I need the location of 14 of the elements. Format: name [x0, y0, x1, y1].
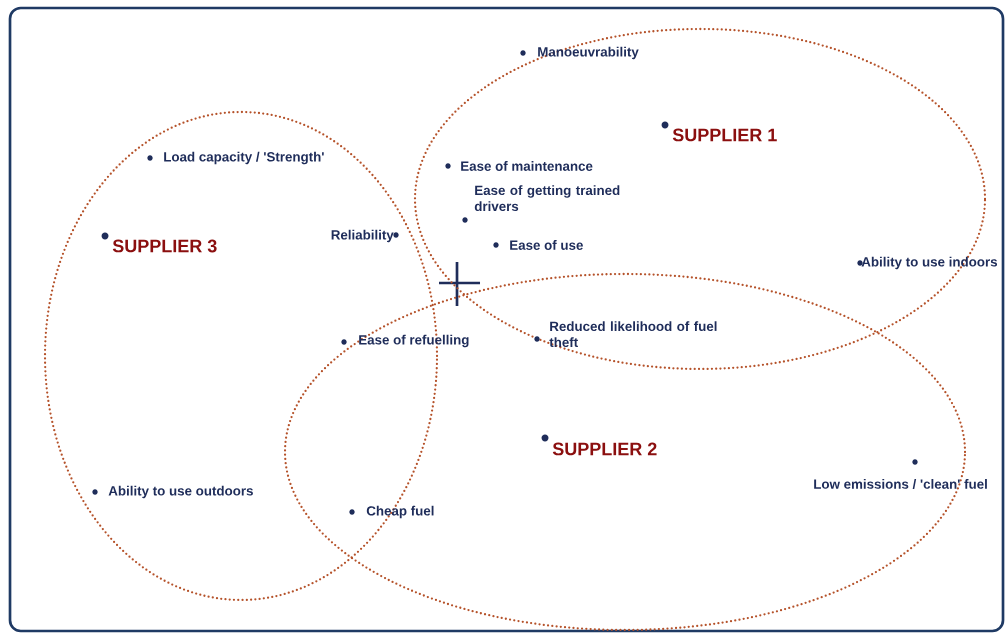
attribute-label: Low emissions / 'clean' fuel — [814, 479, 987, 489]
attribute-label: Ease of maintenance — [461, 161, 593, 171]
attribute-label: Ability to use indoors — [861, 256, 998, 270]
attribute-label: Ease of getting trained drivers — [474, 185, 620, 212]
attribute-label: Ability to use outdoors — [108, 485, 253, 499]
attribute-label: Reliability — [331, 229, 394, 243]
attribute-label: Ease of use — [510, 240, 583, 250]
supplier-label: SUPPLIER 1 — [672, 128, 777, 142]
attribute-label: Cheap fuel — [366, 505, 434, 519]
attribute-label: Ease of refuelling — [359, 334, 469, 348]
supplier-label: SUPPLIER 2 — [552, 442, 657, 456]
supplier-label: SUPPLIER 3 — [112, 239, 217, 253]
attribute-label: Reduced likelihood of fuel theft — [549, 321, 717, 348]
attribute-label: Load capacity / 'Strength' — [164, 151, 324, 165]
